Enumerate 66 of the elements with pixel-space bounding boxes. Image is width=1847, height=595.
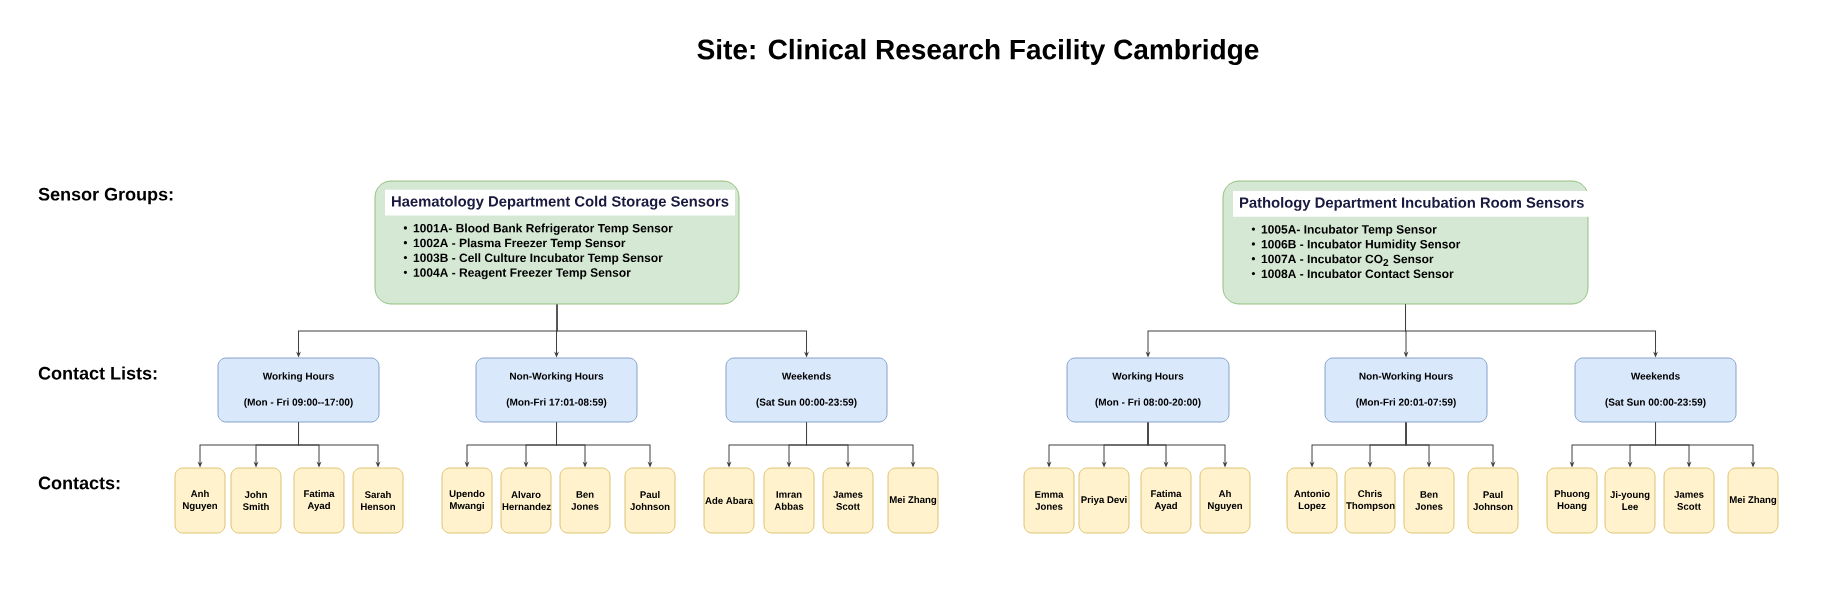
row-label: Contact Lists: — [38, 366, 157, 380]
bullet-item: 1006B - Incubator Humidity Sensor — [1261, 239, 1461, 251]
time-range: (Sat Sun 00:00-23:59) — [756, 398, 857, 408]
contact-card: John Smith — [230, 467, 282, 534]
contact-card: Sarah Henson — [352, 467, 404, 534]
contact-list-box — [1324, 357, 1488, 423]
list-heading: Non-Working Hours — [510, 372, 604, 382]
contact-card: Ah Nguyen — [1199, 467, 1251, 534]
contact-card: Anh Nguyen — [174, 467, 226, 534]
arrow — [556, 303, 809, 357]
row-label: Sensor Groups: — [38, 187, 173, 205]
arrow — [298, 421, 380, 467]
list-heading: Working Hours — [1112, 372, 1184, 382]
group-heading: Haematology Department Cold Storage Sensors — [385, 189, 735, 216]
bullet-item: 1002A - Plasma Freezer Temp Sensor — [413, 238, 626, 250]
contact-card: Antonio Lopez — [1286, 467, 1338, 534]
time-range: (Mon - Fri 09:00--17:00) — [244, 398, 353, 408]
group-box — [1222, 180, 1591, 305]
group-box — [374, 180, 740, 305]
bullet-item: 1001A- Blood Bank Refrigerator Temp Sensor — [413, 223, 673, 235]
bullet-item: 1004A - Reagent Freezer Temp Sensor — [413, 268, 631, 280]
bullet-item: 1008A - Incubator Contact Sensor — [1261, 269, 1454, 279]
list-heading: Weekends — [781, 372, 831, 380]
contact-card: Fatima Ayad — [293, 467, 345, 534]
contact-card: Mei Zhang — [887, 467, 939, 534]
time-range: (Sat Sun 00:00-23:59) — [1605, 398, 1706, 408]
arrow — [1655, 421, 1755, 467]
time-range: (Mon - Fri 08:00-20:00) — [1095, 398, 1201, 408]
arrow — [556, 421, 652, 467]
group-heading: Pathology Department Incubation Room Sensors — [1233, 190, 1591, 217]
contact-card: Paul Johnson — [624, 467, 676, 534]
contact-list-box — [1066, 357, 1230, 423]
arrow — [1405, 421, 1495, 467]
contact-card: Emma Jones — [1023, 467, 1075, 534]
contact-card: James Scott — [822, 467, 874, 534]
bullet-item: 1003B - Cell Culture Incubator Temp Sensor — [413, 253, 663, 265]
list-heading: Non-Working Hours — [1359, 372, 1453, 382]
contact-card: Priya Devi — [1078, 467, 1130, 534]
contact-list-box — [1574, 357, 1737, 423]
list-heading: Weekends — [1630, 372, 1680, 380]
time-range: (Mon-Fri 20:01-07:59) — [1356, 398, 1456, 408]
contact-card: Fatima Ayad — [1140, 467, 1192, 534]
contact-card: Ben Jones — [559, 467, 611, 534]
contact-card: Phuong Hoang — [1546, 467, 1598, 534]
contact-list-box — [725, 357, 888, 423]
contact-card: Upendo Mwangi — [441, 467, 493, 534]
contact-card: Chris Thompson — [1344, 467, 1396, 534]
contact-card: Ade Abara — [703, 467, 755, 534]
arrow — [1147, 421, 1227, 467]
contact-card: Ji-young Lee — [1604, 467, 1656, 534]
row-label: Contacts: — [38, 476, 120, 490]
contact-card: Paul Johnson — [1467, 467, 1519, 534]
arrow — [806, 421, 915, 467]
contact-card: Ben Jones — [1403, 467, 1455, 534]
bullet-item: 1007A - Incubator CO$_{2}$ Sensor — [1261, 254, 1434, 266]
contact-list-box — [475, 357, 638, 423]
arrow — [1405, 303, 1658, 357]
contact-card: Alvaro Hernandez — [500, 467, 552, 534]
contact-card: Imran Abbas — [763, 467, 815, 534]
contact-list-box — [217, 357, 380, 423]
list-heading: Working Hours — [262, 372, 334, 382]
time-range: (Mon-Fri 17:01-08:59) — [506, 398, 607, 408]
contact-card: James Scott — [1663, 467, 1715, 534]
title: Site: Clinical Research Facility Cambridge — [697, 38, 1259, 66]
bullet-item: 1005A- Incubator Temp Sensor — [1261, 224, 1437, 236]
contact-card: Mei Zhang — [1727, 467, 1779, 534]
